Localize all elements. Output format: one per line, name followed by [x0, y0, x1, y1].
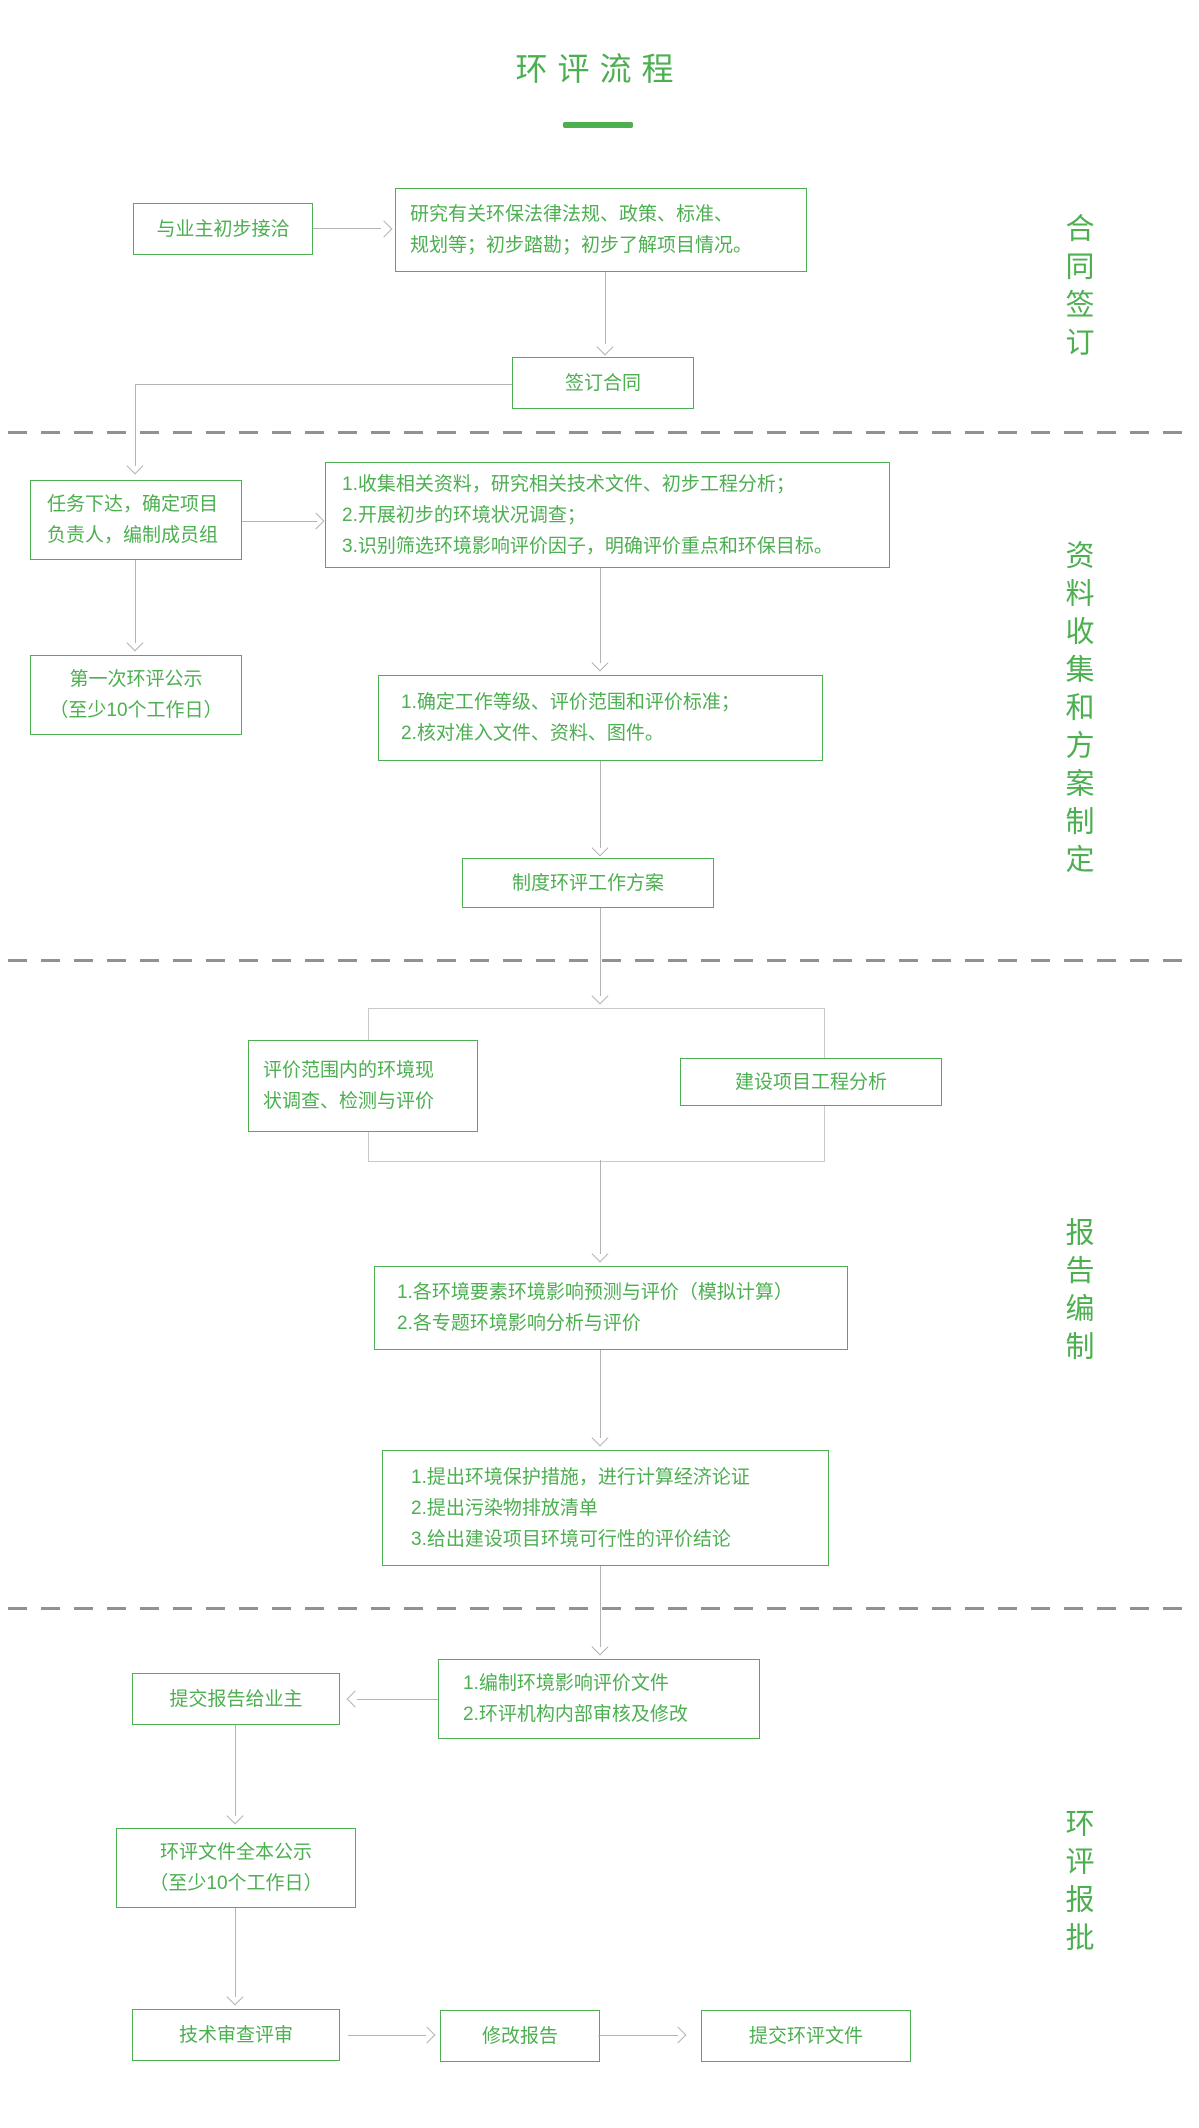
node-sign-contract: 签订合同	[512, 357, 694, 409]
node-line: 2.核对准入文件、资料、图件。	[401, 723, 664, 744]
node-line: 1.编制环境影响评价文件	[463, 1673, 669, 1694]
node-line: 2.环评机构内部审核及修改	[463, 1704, 688, 1725]
node-line: （至少10个工作日）	[49, 700, 223, 721]
node-line: 技术审查评审	[178, 2024, 293, 2046]
node-line: 建设项目工程分析	[734, 1071, 887, 1093]
arrowhead-down	[226, 1988, 244, 2006]
node-determine-level: 1.确定工作等级、评价范围和评价标准； 2.核对准入文件、资料、图件。	[378, 675, 823, 761]
connector-sign-elbow-v	[135, 384, 136, 466]
arrowhead-down	[596, 338, 614, 356]
node-line: 1.提出环境保护措施，进行计算经济论证	[411, 1466, 750, 1488]
arrowhead-left	[346, 1690, 364, 1708]
node-impact-prediction: 1.各环境要素环境影响预测与评价（模拟计算） 2.各专题环境影响分析与评价	[374, 1266, 848, 1350]
page-title: 环评流程	[515, 51, 684, 87]
node-full-publicity: 环评文件全本公示 （至少10个工作日）	[116, 1828, 356, 1908]
node-research: 研究有关环保法律法规、政策、标准、 规划等；初步踏勘；初步了解项目情况。	[395, 188, 807, 272]
node-collect-info: 1.收集相关资料，研究相关技术文件、初步工程分析； 2.开展初步的环境状况调查；…	[325, 462, 890, 568]
section-divider-1	[8, 431, 1191, 434]
arrowhead-right	[307, 512, 325, 530]
title-underline	[563, 122, 633, 128]
node-work-plan: 制度环评工作方案	[462, 858, 714, 908]
connector-level-to-plan	[600, 761, 601, 848]
node-line: 制度环评工作方案	[511, 872, 664, 894]
node-line: 提交报告给业主	[169, 1688, 303, 1710]
node-line: 第一次环评公示	[69, 669, 203, 690]
node-line: 状调查、检测与评价	[263, 1091, 435, 1112]
node-revise-report: 修改报告	[440, 2010, 600, 2062]
connector-task-to-collect	[242, 521, 317, 522]
arrowhead-right	[669, 2026, 687, 2044]
arrowhead-down	[591, 1245, 609, 1263]
node-project-analysis: 建设项目工程分析	[680, 1058, 942, 1106]
arrowhead-right	[375, 220, 393, 238]
section-label-report: 报告编制	[1061, 1217, 1093, 1369]
section-divider-3	[8, 1607, 1191, 1610]
node-line: 签订合同	[564, 372, 641, 394]
node-line: 2.开展初步的环境状况调查；	[342, 504, 586, 526]
connector-plan-to-frame	[600, 908, 601, 996]
node-line: 修改报告	[481, 2025, 558, 2047]
arrowhead-down	[591, 987, 609, 1005]
node-tech-review: 技术审查评审	[132, 2009, 340, 2061]
node-status-survey: 评价范围内的环境现 状调查、检测与评价	[248, 1040, 478, 1132]
node-line: 负责人，编制成员组	[47, 525, 219, 546]
arrowhead-down	[226, 1807, 244, 1825]
node-task-assign: 任务下达，确定项目 负责人，编制成员组	[30, 480, 242, 560]
section-label-approval: 环评报批	[1061, 1808, 1093, 1960]
connector-frame-to-prediction	[600, 1160, 601, 1254]
node-line: 2.各专题环境影响分析与评价	[397, 1313, 641, 1334]
node-line: 1.确定工作等级、评价范围和评价标准；	[401, 692, 740, 713]
connector-owner-to-publicity	[235, 1725, 236, 1816]
connector-measures-to-compile	[600, 1566, 601, 1647]
node-line: 任务下达，确定项目	[47, 494, 219, 515]
node-line: （至少10个工作日）	[149, 1873, 323, 1894]
node-submit-eia: 提交环评文件	[701, 2010, 911, 2062]
node-first-publicity: 第一次环评公示 （至少10个工作日）	[30, 655, 242, 735]
arrowhead-down	[126, 457, 144, 475]
node-line: 3.给出建设项目环境可行性的评价结论	[411, 1528, 731, 1550]
node-line: 评价范围内的环境现	[263, 1060, 435, 1081]
node-line: 1.收集相关资料，研究相关技术文件、初步工程分析；	[342, 473, 795, 495]
connector-sign-elbow-h	[135, 384, 512, 385]
arrowhead-down	[591, 839, 609, 857]
section-label-contract: 合同签订	[1061, 213, 1093, 365]
section-label-data-collection: 资料收集和方案制定	[1061, 540, 1093, 882]
node-line: 3.识别筛选环境影响评价因子，明确评价重点和环保目标。	[342, 535, 833, 557]
connector-collect-to-level	[600, 568, 601, 663]
node-line: 提交环评文件	[748, 2025, 863, 2047]
arrowhead-right	[418, 2026, 436, 2044]
connector-initial-to-research	[313, 228, 381, 229]
node-line: 1.各环境要素环境影响预测与评价（模拟计算）	[397, 1282, 793, 1303]
node-line: 2.提出污染物排放清单	[411, 1497, 598, 1519]
node-protection-measures: 1.提出环境保护措施，进行计算经济论证 2.提出污染物排放清单 3.给出建设项目…	[382, 1450, 829, 1566]
section-divider-2	[8, 959, 1191, 962]
node-submit-to-owner: 提交报告给业主	[132, 1673, 340, 1725]
node-initial-contact: 与业主初步接洽	[133, 203, 313, 255]
arrowhead-down	[126, 634, 144, 652]
node-line: 环评文件全本公示	[159, 1842, 312, 1863]
connector-publicity-to-review	[235, 1908, 236, 1997]
connector-task-to-publicity	[135, 560, 136, 643]
connector-research-to-sign	[605, 272, 606, 344]
connector-prediction-to-measures	[600, 1350, 601, 1438]
node-compile-document: 1.编制环境影响评价文件 2.环评机构内部审核及修改	[438, 1659, 760, 1739]
connector-review-to-revise	[348, 2035, 426, 2036]
connector-compile-to-owner	[357, 1699, 438, 1700]
connector-revise-to-submit	[598, 2035, 678, 2036]
node-line: 与业主初步接洽	[156, 218, 290, 240]
arrowhead-down	[591, 1638, 609, 1656]
node-line: 研究有关环保法律法规、政策、标准、	[410, 204, 734, 225]
node-line: 规划等；初步踏勘；初步了解项目情况。	[410, 235, 753, 256]
arrowhead-down	[591, 1429, 609, 1447]
arrowhead-down	[591, 654, 609, 672]
